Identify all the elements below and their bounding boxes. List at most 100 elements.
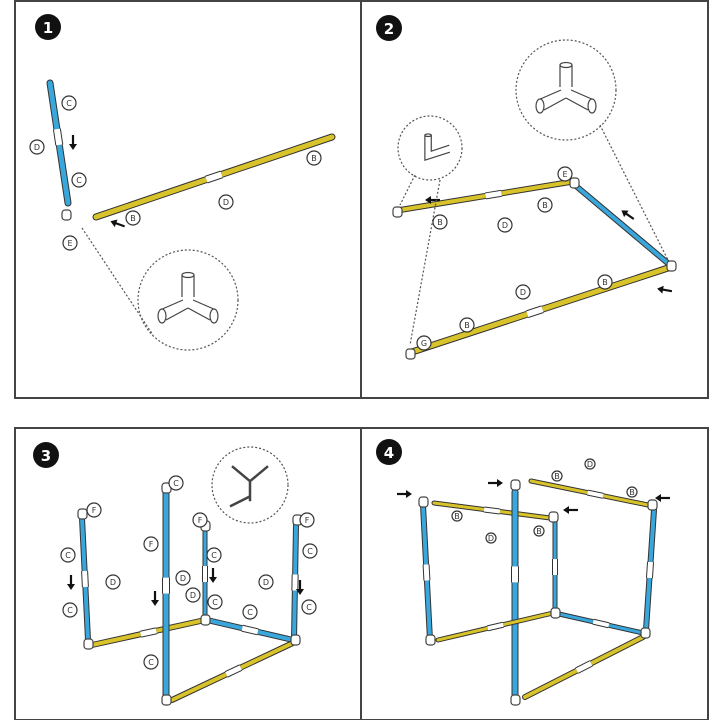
part-letter: C [307,547,313,556]
part-letter: D [488,534,494,543]
part-label: D [584,458,596,470]
part-label: D [29,139,45,155]
part-label: C [302,543,318,559]
arrow-icon [67,575,75,590]
blue-pipe [556,611,646,636]
part-letter: B [554,472,560,481]
part-label: B [597,274,613,290]
connector-d [241,625,259,635]
part-label: B [537,197,553,213]
blue-pipe [573,183,673,268]
part-label: B [451,510,463,522]
part-letter: C [67,606,73,615]
part-label: C [207,594,223,610]
part-label: B [306,150,322,166]
connector-d [526,306,544,318]
part-letter: C [148,658,154,667]
part-letter: B [602,278,608,287]
step-number: 4 [384,444,394,462]
connector-d [587,490,604,498]
part-label: D [485,532,497,544]
part-label: B [551,470,563,482]
part-label: C [206,547,222,563]
arrow-icon [151,591,159,606]
corner-fitting [425,634,436,646]
connector-d [423,564,430,581]
corner-fitting [83,638,94,650]
part-letter: D [223,198,229,207]
fitting-detail-callout [515,39,617,141]
part-letter: C [212,598,218,607]
arrow-icon [69,135,77,150]
blue-pipe [643,507,657,633]
part-label: C [301,599,317,615]
step-2-panel [360,0,709,399]
part-letter: C [65,551,71,560]
yellow-pipe [408,264,672,356]
corner-fitting [548,511,559,523]
part-letter: F [92,506,97,515]
fitting-detail-callout [81,227,239,351]
corner-fitting [510,694,521,706]
corner-fitting [640,627,651,639]
step-number: 1 [43,19,53,37]
part-letter: D [587,460,593,469]
part-label: C [143,654,159,670]
part-label: B [459,317,475,333]
corner-fitting [290,634,301,646]
connector-d [53,128,63,146]
part-letter: D [502,221,508,230]
yellow-pipe [435,610,556,643]
connector-d [483,507,501,514]
blue-pipe [420,502,433,643]
yellow-pipe [397,179,573,213]
corner-fitting [418,496,429,508]
part-letter: B [437,218,443,227]
part-letter: F [305,516,310,525]
corner-fitting [510,479,521,491]
part-letter: B [536,527,542,536]
connector-d [225,665,242,677]
part-letter: B [454,512,460,521]
part-label: F [143,536,159,552]
step-1-panel [14,0,362,399]
arrow-icon [397,490,412,498]
fitting-detail-callout [397,115,463,181]
part-letter: C [306,603,312,612]
connector-d [646,561,654,579]
corner-fitting [647,499,658,511]
elbow-fitting-e [61,209,72,221]
part-letter: D [263,578,269,587]
step-3-badge: 3 [33,442,59,468]
fitting-detail-callout [211,446,289,524]
part-letter: F [198,516,203,525]
corner-fitting [666,260,677,272]
step-4-badge: 4 [376,439,402,465]
yellow-pipe [528,478,651,508]
part-label: C [168,475,184,491]
part-letter: B [542,201,548,210]
part-label: G [416,335,432,351]
step-number: 2 [384,20,394,38]
corner-fitting [77,508,88,520]
part-label: B [626,486,638,498]
arrow-icon [488,479,503,487]
part-letter: D [190,591,196,600]
part-letter: B [464,321,470,330]
part-letter: G [421,339,427,348]
yellow-pipe [522,634,646,700]
part-label: B [125,210,141,226]
arrow-icon [209,568,217,583]
arrow-icon [657,285,673,294]
yellow-pipe [89,617,208,648]
part-label: B [533,525,545,537]
part-label: C [71,172,87,188]
part-letter: D [34,143,40,152]
connector-d [140,628,157,637]
part-label: C [60,547,76,563]
connector-d [82,570,88,588]
step-4-panel [360,427,709,720]
step-1-badge: 1 [35,14,61,40]
blue-pipe [79,515,91,643]
